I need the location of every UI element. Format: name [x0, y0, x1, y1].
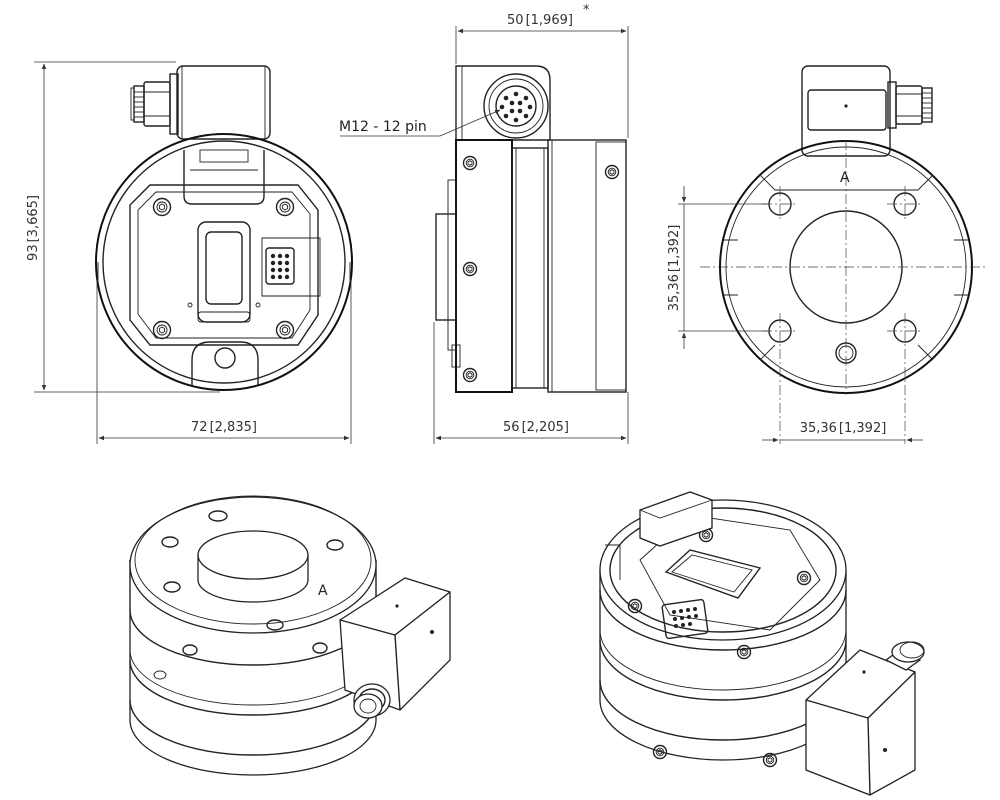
screw-icon	[462, 367, 478, 383]
height-label: 93[3,665]	[26, 195, 41, 261]
iso-view-left: A	[129, 495, 451, 776]
connector-housing-front	[176, 65, 271, 140]
rear-view: A	[700, 65, 985, 444]
side-view	[435, 65, 627, 393]
m12-connector-front	[130, 73, 179, 135]
front-view	[95, 65, 353, 391]
side-width-label: 56[2,205]	[503, 420, 569, 435]
screw-icon	[462, 261, 478, 277]
front-body-outline	[95, 133, 353, 391]
front-width-label: 72[2,835]	[191, 420, 257, 435]
rear-dimensions: 35,36[1,392] 35,36[1,392]	[667, 186, 923, 443]
bolt-horizontal-label: 35,36[1,392]	[800, 421, 887, 436]
screw-icon	[152, 197, 172, 217]
pin-pad-front	[265, 247, 295, 285]
screw-icon	[152, 320, 172, 340]
asterisk-mark: *	[583, 3, 590, 18]
connector-label: M12 - 12 pin	[339, 119, 427, 135]
top-width-label: 50[1,969]	[507, 13, 573, 28]
datum-a-iso: A	[318, 583, 328, 599]
screw-icon	[275, 197, 295, 217]
iso-view-right	[599, 491, 925, 796]
bolt-vertical-label: 35,36[1,392]	[667, 225, 682, 312]
side-dimensions: 50[1,969] * 56[2,205] M12 - 12 pin	[339, 3, 629, 444]
datum-a-rear: A	[840, 170, 850, 186]
screw-icon	[462, 155, 478, 171]
m12-connector-side	[483, 73, 549, 139]
screw-icon	[604, 164, 620, 180]
screw-icon	[275, 320, 295, 340]
front-dimensions: 72[2,835] 93[3,665]	[26, 61, 352, 444]
